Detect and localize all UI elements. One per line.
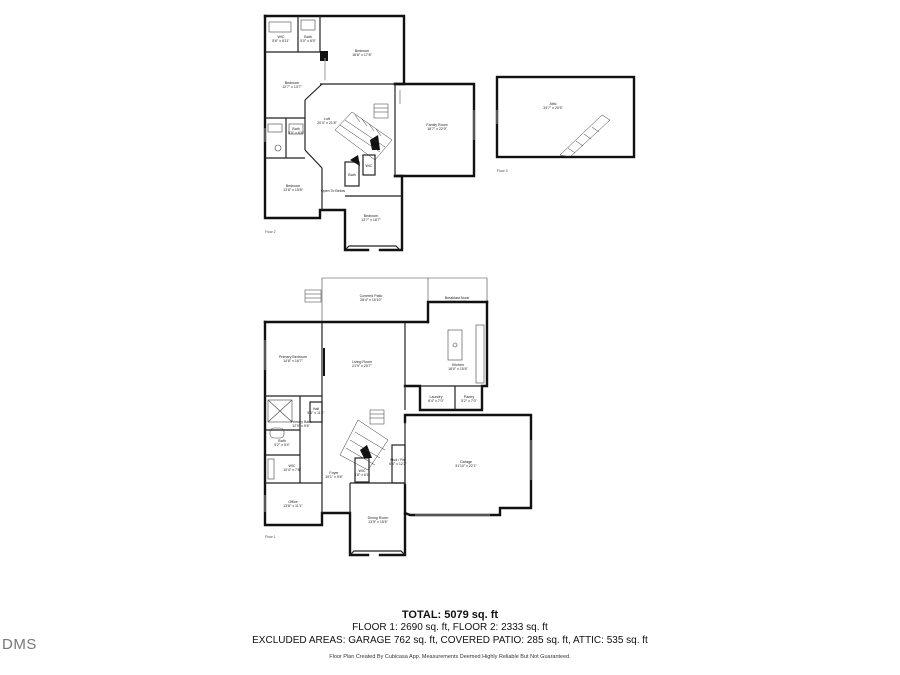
floor-2-stairs bbox=[334, 103, 393, 161]
room-label: WIC bbox=[359, 469, 366, 473]
room-label: Hall bbox=[313, 407, 319, 411]
room-label: Garage bbox=[460, 460, 472, 464]
room-label: Bedroom bbox=[355, 49, 370, 53]
room-label: Pantry bbox=[464, 395, 475, 399]
floor-2-plan: WIC 5'6" x 6'11" Bath 5'0" x 8'5" Bedroo… bbox=[263, 14, 476, 252]
room-label: Office bbox=[288, 500, 297, 504]
room-dimension: 13'8" x 11'1" bbox=[283, 504, 303, 508]
room-label: Bath bbox=[304, 35, 311, 39]
room-dimension: 10'4" x 7'8" bbox=[283, 468, 301, 472]
room-label: Open To Below bbox=[321, 189, 346, 193]
room-label: Covered Patio bbox=[360, 294, 383, 298]
room-dimension: 5'2" x 5'4" bbox=[274, 443, 290, 447]
floor-1-stairs bbox=[339, 409, 389, 471]
room-label: Kitchen bbox=[452, 363, 464, 367]
room-dimension: 5'6" x 11'1" bbox=[307, 411, 325, 415]
room-dimension: 14'8" x 16'7" bbox=[283, 359, 303, 363]
room-dimension: 20'4" x 21'8" bbox=[317, 121, 337, 125]
room-label: Mud / Rm bbox=[390, 458, 406, 462]
room-dimension: 5'0" x 8'4" bbox=[288, 131, 304, 135]
room-label: Bath bbox=[278, 439, 285, 443]
room-dimension: 18'0" x 15'6" bbox=[448, 367, 468, 371]
room-dimension: 21'9" x 20'7" bbox=[352, 364, 372, 368]
room-label: Foyer bbox=[329, 471, 339, 475]
room-dimension: 19'1" x 5'8" bbox=[325, 475, 343, 479]
room-dimension: 28'4" x 10'10" bbox=[360, 298, 382, 302]
attic-stairs bbox=[559, 114, 611, 158]
excluded-areas: EXCLUDED AREAS: GARAGE 762 sq. ft, COVER… bbox=[252, 635, 648, 646]
room-label: Bedroom bbox=[285, 81, 300, 85]
room-label: WIC bbox=[289, 464, 296, 468]
floor-3-plan: Attic 34'7" x 20'5" Floor 3 bbox=[495, 75, 636, 173]
room-label: Living Room bbox=[352, 360, 372, 364]
room-label: Breakfast Nook bbox=[445, 296, 470, 300]
room-dimension: 12'7" x 13'7" bbox=[282, 85, 302, 89]
room-dimension: 13'5" x 15'6" bbox=[368, 520, 388, 524]
room-dimension: 8'4" x 7'0" bbox=[428, 399, 444, 403]
room-dimension: 12'0" x 9'6" bbox=[292, 424, 310, 428]
floor-3-label: Floor 3 bbox=[497, 169, 508, 173]
total-area: TOTAL: 5079 sq. ft bbox=[401, 609, 499, 621]
room-dimension: 13'7" x 18'7" bbox=[361, 218, 381, 222]
dms-logo: DMS bbox=[2, 636, 37, 653]
room-dimension: 16'8" x 17'8" bbox=[352, 53, 372, 57]
room-label: Bath bbox=[292, 127, 299, 131]
room-dimension: 18'7" x 22'9" bbox=[427, 127, 447, 131]
room-label: Attic bbox=[550, 102, 557, 106]
floor-areas: FLOOR 1: 2690 sq. ft, FLOOR 2: 2333 sq. … bbox=[352, 622, 548, 633]
floor-2-label: Floor 2 bbox=[265, 230, 276, 234]
room-label: Bedroom bbox=[286, 184, 301, 188]
room-label: Family Room bbox=[426, 123, 447, 127]
room-label: Primary Bath bbox=[291, 420, 312, 424]
room-dimension: 6'4" x 12'2" bbox=[389, 462, 407, 466]
room-dimension: 31'10" x 22'1" bbox=[455, 464, 477, 468]
floor-1-plan: Covered Patio 28'4" x 10'10" Breakfast N… bbox=[263, 277, 533, 557]
room-dimension: 3'8" x 6'1" bbox=[354, 473, 370, 477]
room-label: Primary Bedroom bbox=[279, 355, 307, 359]
room-dimension: 14'6" x 11'2" bbox=[447, 300, 467, 304]
room-label: Bath bbox=[348, 173, 355, 177]
room-label: WIC bbox=[366, 164, 373, 168]
room-label: Dining Room bbox=[368, 516, 389, 520]
room-dimension: 5'6" x 6'11" bbox=[272, 39, 290, 43]
floor-1-label: Floor 1 bbox=[265, 535, 276, 539]
room-label: WIC bbox=[278, 35, 285, 39]
room-dimension: 5'2" x 7'0" bbox=[461, 399, 477, 403]
room-label: Laundry bbox=[430, 395, 443, 399]
room-label: Loft bbox=[324, 117, 330, 121]
disclaimer: Floor Plan Created By Cubicasa App. Meas… bbox=[329, 654, 571, 660]
room-label: Bedroom bbox=[364, 214, 379, 218]
room-dimension: 5'0" x 8'5" bbox=[300, 39, 316, 43]
room-dimension: 13'8" x 15'8" bbox=[283, 188, 303, 192]
room-dimension: 34'7" x 20'5" bbox=[543, 106, 563, 110]
